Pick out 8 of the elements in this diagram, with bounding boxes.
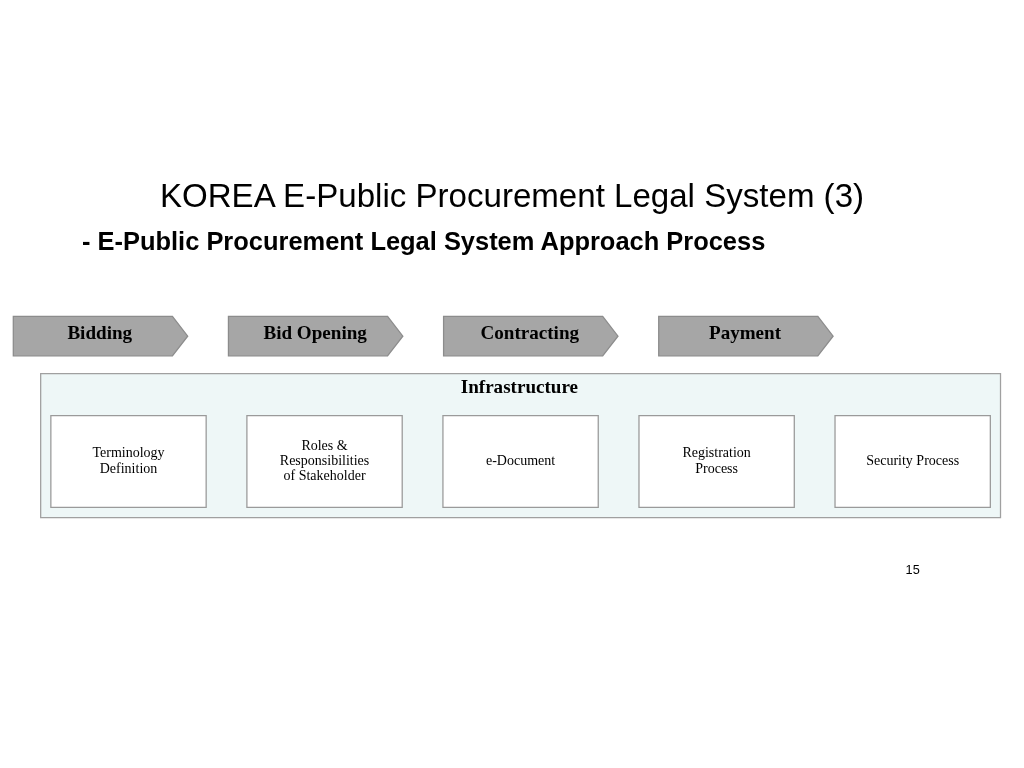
label: - E-Public Procurement Legal System Approach Process [82,226,766,255]
node-box: Security Process [834,414,991,508]
node-box: Terminology Definition [50,414,207,508]
node-box: Roles & Responsibilities of Stakeholder [246,414,403,508]
diagram-title: KOREA E-Public Procurement Legal System (3) [159,176,865,214]
node-box: e-Document [442,414,599,508]
node-box: Registration Process [638,414,795,508]
label: 15 [905,561,920,577]
